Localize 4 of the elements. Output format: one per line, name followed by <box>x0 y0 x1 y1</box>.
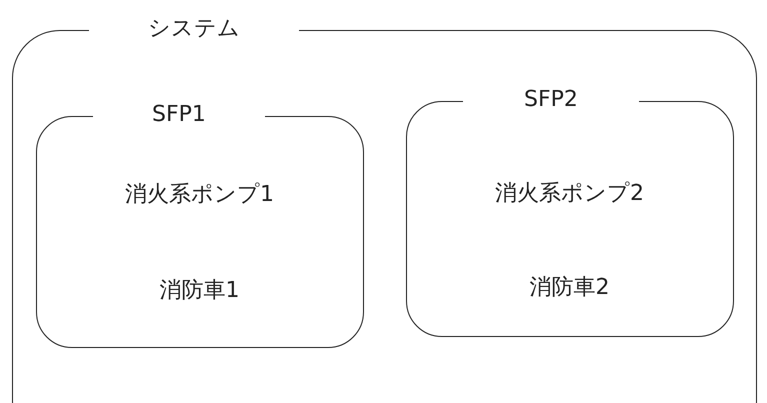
item-label: 消火系ポンプ1 <box>124 181 275 209</box>
item-label: 消火系ポンプ2 <box>494 180 645 208</box>
item-label: 消防車2 <box>528 274 610 302</box>
item-label: 消防車1 <box>158 277 240 305</box>
